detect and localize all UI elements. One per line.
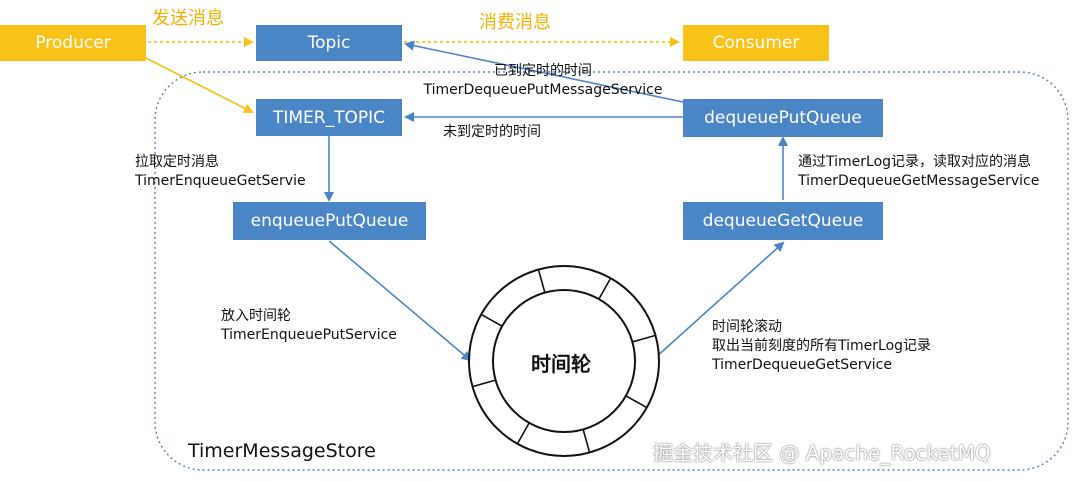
wheel-spoke: [480, 313, 503, 327]
dequeue-put-queue-node: dequeuePutQueue: [683, 99, 883, 137]
dequeue-get-queue-label: dequeueGetQueue: [702, 211, 864, 231]
timer-topic-label: TIMER_TOPIC: [272, 107, 386, 128]
wheel-roll-line2: 取出当前刻度的所有TimerLog记录: [712, 338, 932, 354]
store-label: TimerMessageStore: [188, 440, 376, 462]
reached-time-line2: TimerDequeuePutMessageService: [423, 82, 663, 98]
reached-time-label: 已到定时的时间 TimerDequeuePutMessageService: [408, 62, 678, 100]
read-log-line1: 通过TimerLog记录，读取对应的消息: [798, 154, 1032, 170]
arrow-wheel-dequeueget: [654, 241, 785, 359]
wheel-spoke: [472, 379, 496, 388]
send-message-label: 发送消息: [152, 8, 224, 29]
wheel-spoke: [598, 277, 612, 300]
enqueue-put-queue-node: enqueuePutQueue: [233, 202, 426, 240]
put-wheel-line1: 放入时间轮: [221, 308, 291, 324]
producer-label: Producer: [35, 33, 111, 53]
time-wheel: [468, 265, 660, 457]
reached-time-line1: 已到定时的时间: [494, 63, 592, 79]
time-wheel-label: 时间轮: [531, 352, 591, 376]
consumer-node: Consumer: [683, 25, 829, 61]
not-reached-time-label: 未到定时的时间: [443, 124, 541, 140]
dequeue-get-queue-node: dequeueGetQueue: [683, 202, 883, 240]
consumer-label: Consumer: [712, 33, 800, 53]
arrow-producer-timer-topic: [145, 57, 254, 113]
wheel-spoke: [537, 269, 546, 293]
pull-timer-line1: 拉取定时消息: [135, 154, 219, 170]
wheel-spoke: [516, 422, 530, 445]
watermark: 掘金技术社区 @ Apache_RocketMQ: [653, 441, 991, 465]
consume-message-label: 消费消息: [479, 12, 551, 33]
topic-label: Topic: [307, 33, 351, 53]
pull-timer-line2: TimerEnqueueGetServie: [135, 173, 306, 189]
put-wheel-line2: TimerEnqueuePutService: [221, 327, 397, 343]
wheel-spoke: [582, 429, 591, 453]
enqueue-put-queue-label: enqueuePutQueue: [250, 211, 409, 231]
timer-topic-node: TIMER_TOPIC: [256, 99, 402, 136]
wheel-roll-label: 时间轮滚动 取出当前刻度的所有TimerLog记录 TimerDequeueGe…: [712, 318, 931, 375]
pull-timer-label: 拉取定时消息 TimerEnqueueGetServie: [135, 153, 306, 191]
read-log-line2: TimerDequeueGetMessageService: [798, 173, 1040, 189]
producer-node: Producer: [0, 25, 146, 61]
put-wheel-label: 放入时间轮 TimerEnqueuePutService: [221, 307, 397, 345]
wheel-roll-line3: TimerDequeueGetService: [712, 357, 892, 373]
read-log-label: 通过TimerLog记录，读取对应的消息 TimerDequeueGetMess…: [798, 153, 1039, 191]
arrow-enqueueput-wheel: [328, 240, 472, 362]
wheel-spoke: [632, 334, 656, 343]
dequeue-put-queue-label: dequeuePutQueue: [704, 108, 862, 128]
arrow-dequeueput-topic: [404, 40, 684, 103]
wheel-spoke: [625, 395, 648, 409]
wheel-roll-line1: 时间轮滚动: [712, 319, 782, 335]
topic-node: Topic: [256, 25, 402, 61]
